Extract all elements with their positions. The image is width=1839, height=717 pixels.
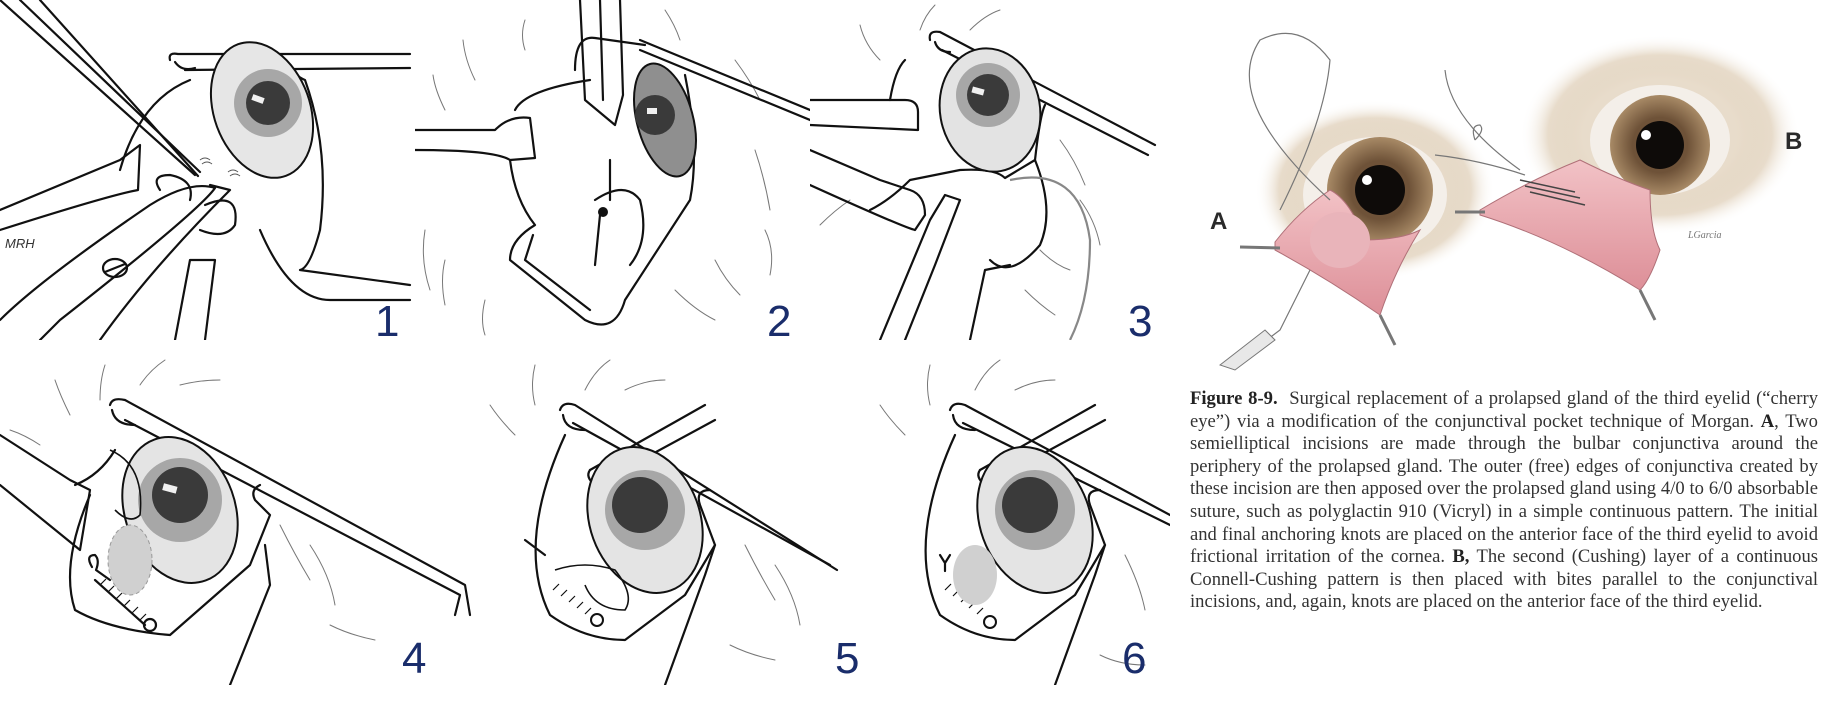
step-number-6: 6 — [1122, 634, 1147, 683]
pupil-a — [1355, 165, 1405, 215]
surgical-steps-grid: MRH 1 — [0, 0, 1170, 685]
step-number-3: 3 — [1128, 297, 1153, 341]
pupil — [635, 95, 675, 135]
pupil — [612, 477, 668, 533]
caption-text-b: The second (Cushing) layer of a continuo… — [1190, 546, 1819, 613]
step-2-illustration — [415, 0, 810, 336]
step-number-2: 2 — [767, 297, 792, 341]
step-1-illustration: MRH — [0, 0, 412, 340]
step-number-5: 5 — [835, 634, 860, 683]
pupil — [967, 74, 1009, 116]
pupil — [152, 467, 208, 523]
artist-signature: LGarcia — [1687, 230, 1722, 241]
step-panel-1: MRH 1 — [0, 0, 415, 340]
artist-initials: MRH — [5, 236, 35, 251]
label-b: B — [1785, 128, 1803, 155]
step-6-illustration — [879, 359, 1170, 685]
caption-text-a: , Two semielliptical incisions are made … — [1190, 410, 1818, 568]
third-eyelid-b — [1479, 159, 1661, 291]
figure-id: Figure 8-9. — [1190, 388, 1278, 409]
pupil — [1002, 477, 1058, 533]
pupil — [246, 81, 290, 125]
caption-intro: Surgical replacement of a prolapsed glan… — [1190, 388, 1818, 432]
step-panel-3: 3 — [810, 0, 1170, 340]
step-panel-4: 4 — [0, 345, 475, 685]
step-number-1: 1 — [375, 297, 400, 341]
label-a: A — [1210, 208, 1228, 235]
caption-label-a: A — [1760, 410, 1775, 432]
step-panel-6: 6 — [875, 345, 1170, 685]
color-illustration: LGarcia A B — [1180, 0, 1839, 380]
caption-label-b: B, — [1452, 546, 1470, 568]
step-number-4: 4 — [402, 634, 427, 683]
step-5-illustration — [489, 359, 839, 685]
figure-caption: Figure 8-9. Surgical replacement of a pr… — [1190, 388, 1818, 614]
step-panel-2: 2 — [415, 0, 810, 340]
step-panel-5: 5 — [475, 345, 875, 685]
cherry-eye-repair-illustration: LGarcia — [1218, 32, 1800, 371]
step-4-illustration — [0, 359, 472, 685]
pupil-b — [1636, 121, 1684, 169]
step-3-illustration — [810, 4, 1157, 340]
